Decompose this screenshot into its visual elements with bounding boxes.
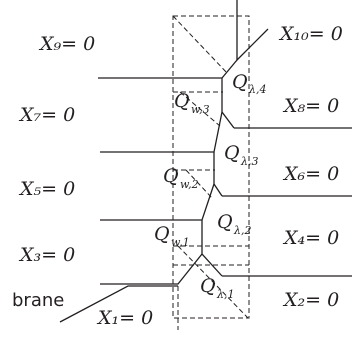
dashed-diagonal-w3	[179, 91, 221, 127]
web-top-branch	[236, 0, 269, 62]
svg-text:Q: Q	[224, 142, 240, 164]
dashed-diagonal-bottom	[177, 245, 249, 319]
dashed-diagonal-top	[172, 15, 229, 75]
svg-text:λ,1: λ,1	[216, 288, 234, 301]
svg-text:w,3: w,3	[191, 103, 210, 116]
label-brane: brane	[12, 290, 64, 311]
dashed-diagonal-w2	[185, 169, 213, 199]
label-x2: X₂= 0	[282, 289, 339, 311]
dashed-bounding-box	[172, 15, 250, 319]
svg-text:Q: Q	[174, 90, 190, 112]
label-x8: X₈= 0	[282, 95, 339, 117]
svg-text:Q: Q	[154, 223, 170, 245]
label-x6: X₆= 0	[282, 163, 339, 185]
label-x5: X₅= 0	[18, 178, 75, 200]
label-x9: X₉= 0	[38, 33, 95, 55]
svg-text:Q: Q	[217, 211, 233, 233]
label-q-lambda-4: Q λ,4	[232, 71, 266, 96]
label-q-lambda-3: Q λ,3	[224, 142, 258, 168]
svg-text:Q: Q	[163, 165, 179, 187]
label-x1: X₁= 0	[96, 307, 153, 329]
svg-text:λ,3: λ,3	[240, 155, 258, 168]
label-x4: X₄= 0	[282, 227, 339, 249]
label-x10: X₁₀= 0	[278, 23, 343, 45]
svg-text:λ,2: λ,2	[233, 224, 251, 237]
label-q-w-3: Q w,3	[174, 90, 210, 116]
svg-text:w,2: w,2	[180, 178, 199, 191]
label-q-w-1: Q w,1	[154, 223, 190, 249]
label-q-lambda-1: Q λ,1	[200, 275, 234, 301]
label-x7: X₇= 0	[18, 104, 75, 126]
brane-line	[59, 285, 178, 323]
label-q-w-2: Q w,2	[163, 165, 199, 191]
label-q-lambda-2: Q λ,2	[217, 211, 251, 237]
label-x3: X₃= 0	[18, 244, 75, 266]
svg-text:Q: Q	[200, 275, 216, 297]
svg-text:λ,4: λ,4	[248, 83, 266, 96]
svg-text:Q: Q	[232, 71, 248, 93]
web-edge-3-2	[213, 152, 223, 197]
web-line-x7-x5	[100, 111, 223, 153]
web-line-x3-x1	[100, 253, 203, 285]
svg-text:w,1: w,1	[171, 236, 190, 249]
web-line-x9-x7	[98, 59, 238, 79]
